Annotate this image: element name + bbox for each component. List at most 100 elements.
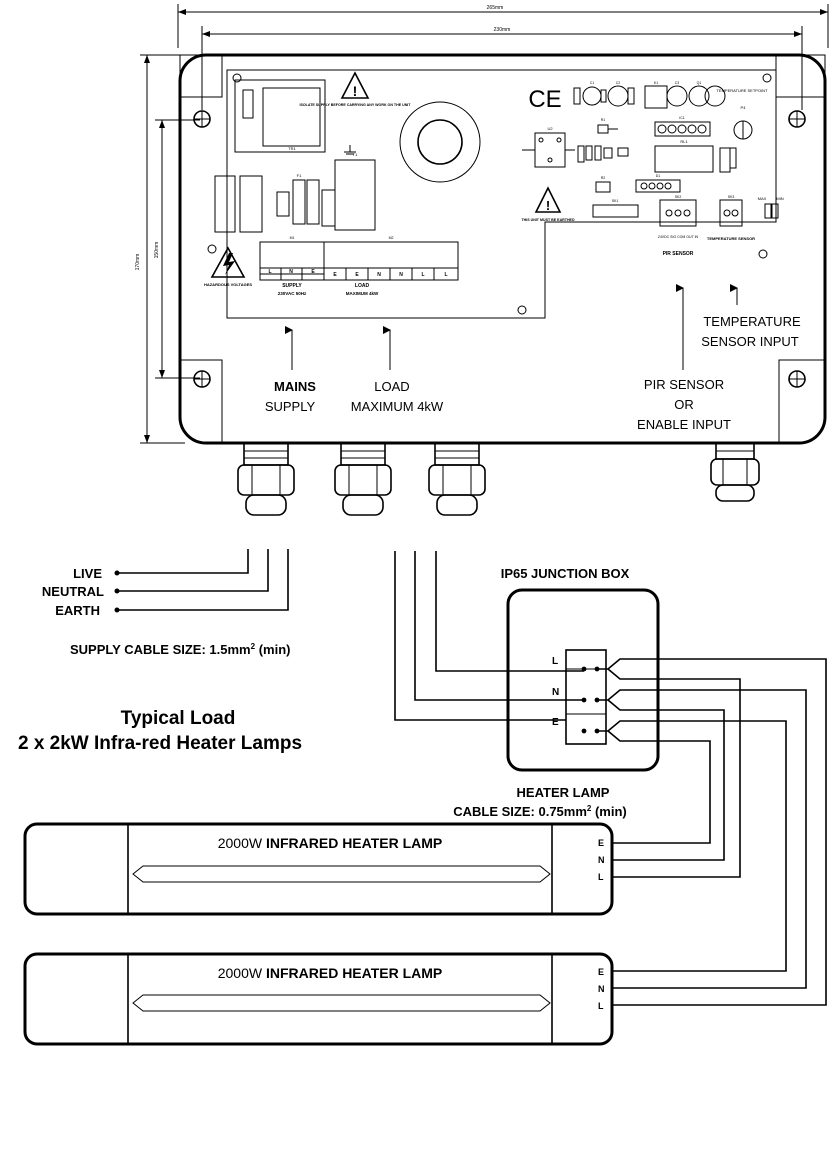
supply-wiring: LIVE NEUTRAL EARTH SUPPLY CABLE SIZE: 1.… bbox=[42, 549, 290, 657]
fixing-width-label: 230mm bbox=[494, 27, 511, 33]
jb-terminal-e: E bbox=[552, 717, 559, 728]
overall-height-label: 170mm bbox=[135, 254, 141, 271]
hazard-label: HAZARDOUS VOLTAGES bbox=[204, 282, 252, 287]
earth-warning-triangle-icon: ! bbox=[534, 186, 562, 213]
warning-earthed-text: THIS UNIT MUST BE EARTHED bbox=[521, 218, 575, 222]
svg-text:TR1: TR1 bbox=[288, 146, 296, 151]
svg-text:L: L bbox=[421, 272, 424, 278]
svg-text:C3: C3 bbox=[675, 81, 680, 85]
svg-text:IC1: IC1 bbox=[679, 116, 685, 120]
load-terminal-block: E E N N L L LOAD MAXIMUM 4kW bbox=[323, 241, 459, 296]
mains-supply-label-2: SUPPLY bbox=[265, 399, 316, 414]
lamp-2-terminal-n: N bbox=[598, 984, 605, 994]
warning-isolate-text: ISOLATE SUPPLY BEFORE CARRYING ANY WORK … bbox=[299, 103, 411, 107]
svg-text:SK3: SK3 bbox=[728, 195, 735, 199]
pir-input-label-2: OR bbox=[674, 397, 694, 412]
supply-terminal-l: L bbox=[268, 269, 271, 275]
lamp-2-terminal-l: L bbox=[598, 1001, 604, 1011]
board-components-top-right: TEMPERATURE SETPOINT P4 RL1 bbox=[573, 85, 768, 193]
supply-terminal-e: E bbox=[311, 269, 315, 275]
svg-text:L: L bbox=[444, 272, 447, 278]
svg-text:U2: U2 bbox=[547, 126, 553, 131]
svg-text:230VAC 50Hz: 230VAC 50Hz bbox=[278, 291, 307, 296]
fixing-height-label: 150mm bbox=[154, 242, 160, 259]
board-codes: C1 C2 K1 C3 Q1 R1 IC1 R2 D1 SK1 SK2 SK3 … bbox=[290, 81, 735, 240]
cable-glands bbox=[237, 442, 760, 516]
heater-cable-label-1: HEATER LAMP bbox=[517, 785, 610, 800]
mounting-hole-top-right-icon bbox=[775, 54, 826, 128]
ce-mark: CE bbox=[528, 86, 561, 113]
svg-text:MAX: MAX bbox=[758, 196, 767, 201]
junction-box: IP65 JUNCTION BOX L N E bbox=[501, 566, 660, 772]
heater-lamp-2: 2000W INFRARED HEATER LAMP E N L bbox=[23, 952, 614, 1046]
temp-sensor-board-label: TEMPERATURE SENSOR bbox=[707, 236, 755, 241]
lamp-1-terminal-e: E bbox=[598, 838, 604, 848]
junction-box-title: IP65 JUNCTION BOX bbox=[501, 566, 630, 581]
svg-text:R1: R1 bbox=[601, 118, 606, 122]
mounting-hole-bottom-right-icon bbox=[778, 359, 825, 443]
svg-text:MAXIMUM 4kW: MAXIMUM 4kW bbox=[346, 291, 379, 296]
heater-cable-label-2: CABLE SIZE: 0.75mm2 (min) bbox=[453, 804, 627, 819]
overall-width-label: 265mm bbox=[487, 5, 504, 11]
svg-text:T1: T1 bbox=[353, 152, 358, 157]
jb-terminal-n: N bbox=[552, 687, 559, 698]
load-label-2: MAXIMUM 4kW bbox=[351, 399, 444, 414]
svg-text:R2: R2 bbox=[601, 176, 606, 180]
toroid-transformer bbox=[399, 101, 481, 183]
dimension-lines: 265mm 230mm 170mm 150mm bbox=[135, 4, 829, 444]
mains-supply-label-1: MAINS bbox=[274, 379, 316, 394]
controller-enclosure: TR1 ! ISOLATE SUPPLY BEFORE CARRYING ANY… bbox=[178, 53, 827, 445]
svg-text:SUPPLY: SUPPLY bbox=[282, 283, 302, 289]
gland-load-1 bbox=[334, 442, 392, 516]
pir-input-label-1: PIR SENSOR bbox=[644, 377, 724, 392]
svg-text:MIN: MIN bbox=[776, 196, 783, 201]
svg-text:!: ! bbox=[353, 83, 358, 99]
svg-text:!: ! bbox=[546, 198, 550, 213]
svg-text:D1: D1 bbox=[656, 174, 661, 178]
warning-triangle-icon: ! bbox=[340, 71, 370, 99]
lamp-2-terminal-e: E bbox=[598, 967, 604, 977]
svg-text:C2: C2 bbox=[616, 81, 621, 85]
typical-load-subtitle: 2 x 2kW Infra-red Heater Lamps bbox=[18, 733, 302, 754]
lamp-wiring bbox=[597, 658, 827, 1006]
svg-text:N: N bbox=[377, 272, 381, 278]
svg-text:F1: F1 bbox=[297, 173, 302, 178]
gland-supply bbox=[237, 442, 295, 516]
svg-text:N: N bbox=[399, 272, 403, 278]
pir-sensor-board-label: PIR SENSOR bbox=[663, 251, 694, 257]
svg-text:TEMPERATURE SETPOINT: TEMPERATURE SETPOINT bbox=[716, 88, 768, 93]
svg-text:P4: P4 bbox=[741, 105, 747, 110]
gland-load-2 bbox=[428, 442, 486, 516]
temp-input-label-1: TEMPERATURE bbox=[703, 314, 801, 329]
callout-labels: MAINS SUPPLY LOAD MAXIMUM 4kW TEMPERATUR… bbox=[265, 314, 801, 432]
lamp-1-terminal-l: L bbox=[598, 872, 604, 882]
lamp-1-title: 2000W INFRARED HEATER LAMP bbox=[218, 835, 443, 851]
pir-input-label-3: ENABLE INPUT bbox=[637, 417, 731, 432]
supply-terminal-n: N bbox=[289, 269, 293, 275]
earth-symbol-icon bbox=[344, 145, 356, 155]
mounting-hole-bottom-left-icon bbox=[180, 359, 223, 443]
lamp-1-terminal-n: N bbox=[598, 855, 605, 865]
load-wiring bbox=[394, 551, 584, 721]
gland-sensor bbox=[710, 442, 760, 502]
svg-text:LOAD: LOAD bbox=[355, 283, 370, 289]
supply-terminal-block: L N E SUPPLY 230VAC 50Hz bbox=[259, 241, 325, 296]
heater-lamp-1: 2000W INFRARED HEATER LAMP E N L bbox=[23, 822, 614, 916]
jb-terminal-l: L bbox=[552, 656, 558, 667]
svg-text:RL1: RL1 bbox=[680, 139, 688, 144]
load-label-1: LOAD bbox=[374, 379, 409, 394]
typical-load-title: Typical Load bbox=[121, 708, 236, 729]
svg-text:24VDC SIG COM OUT IN: 24VDC SIG COM OUT IN bbox=[658, 235, 699, 239]
temp-input-label-2: SENSOR INPUT bbox=[701, 334, 799, 349]
svg-text:M2: M2 bbox=[389, 236, 394, 240]
neutral-label: NEUTRAL bbox=[42, 584, 104, 599]
board-components-mid: U2 F1 T1 24VDC SIG COM OUT IN PIR SENSOR… bbox=[214, 126, 784, 257]
svg-text:C1: C1 bbox=[590, 81, 595, 85]
lamp-2-title: 2000W INFRARED HEATER LAMP bbox=[218, 965, 443, 981]
svg-text:E: E bbox=[355, 272, 359, 278]
svg-text:K1: K1 bbox=[654, 81, 658, 85]
live-label: LIVE bbox=[73, 566, 102, 581]
svg-text:SK1: SK1 bbox=[612, 199, 619, 203]
svg-text:SK2: SK2 bbox=[675, 195, 682, 199]
